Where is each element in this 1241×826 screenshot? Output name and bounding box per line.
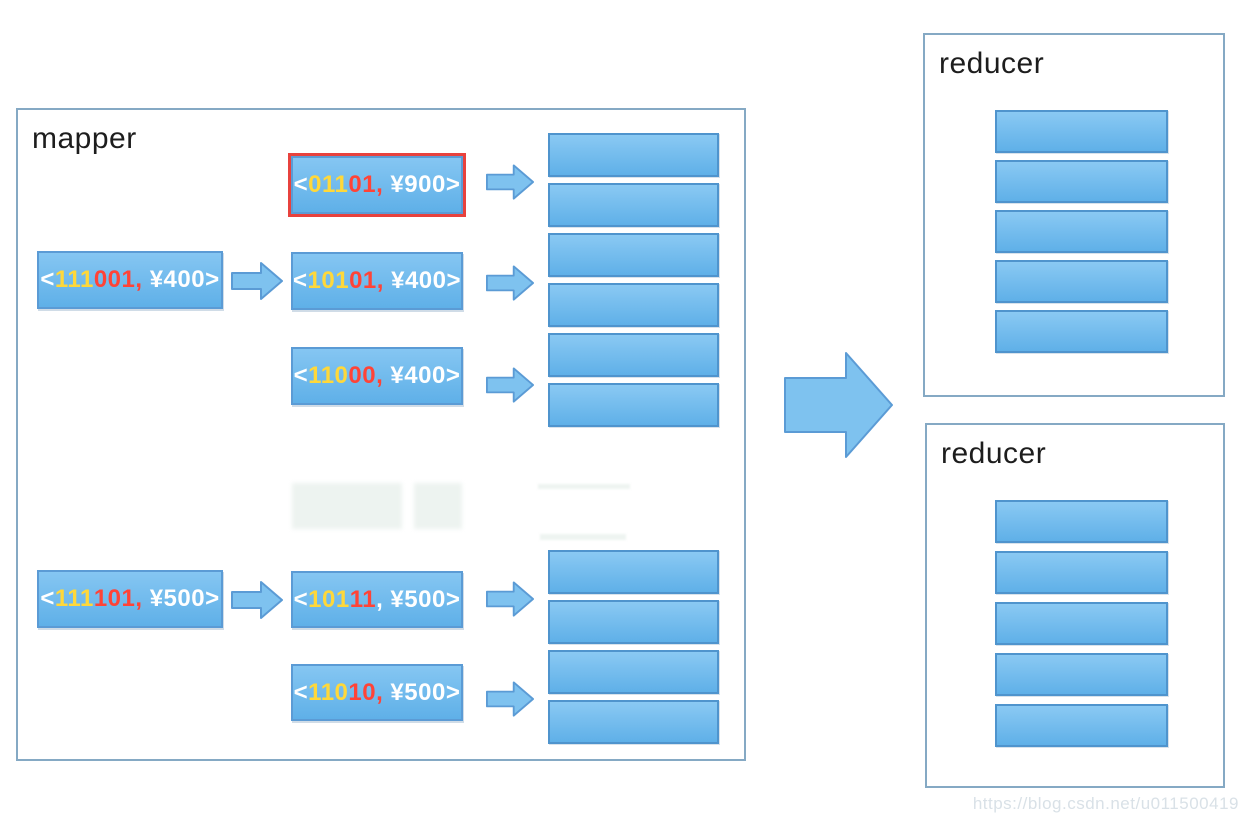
kv-text-segment: ¥900> (383, 171, 461, 198)
record-slot (995, 260, 1168, 303)
kv-text-segment: < (293, 267, 308, 294)
arrow-right-icon (486, 264, 534, 302)
record-slot (548, 183, 719, 227)
kv-text-segment: 01 (348, 171, 377, 198)
ghost-artifact (292, 483, 402, 529)
arrow-right-icon (231, 580, 283, 620)
record-slot (548, 333, 719, 377)
watermark-url: https://blog.csdn.net/u011500419 (972, 794, 1239, 813)
kv-text-segment: 01 (349, 267, 377, 294)
record-slot (995, 602, 1168, 645)
kv-text-segment: , (135, 585, 143, 612)
kv-text-segment: 101 (307, 267, 350, 294)
kv-text-segment: 10 (348, 678, 377, 706)
kv-text-segment: ¥500> (142, 585, 220, 612)
mapper-label: mapper (32, 122, 137, 155)
record-slot (548, 283, 719, 327)
kv-text-segment: 101 (308, 585, 350, 613)
kv-text-segment: 110 (308, 678, 349, 706)
kv-text-segment: , (376, 171, 384, 198)
record-slot (995, 551, 1168, 594)
record-slot (995, 704, 1168, 747)
big-arrow-right-icon (784, 351, 894, 459)
kv-text-segment: 011 (308, 171, 349, 198)
arrow-right-icon (486, 680, 534, 718)
kv-text-segment: < (40, 266, 55, 293)
kv-text-segment: , (376, 678, 384, 706)
kv-text-segment: 00 (348, 362, 377, 389)
kv-text-segment: 111 (54, 266, 94, 293)
ghost-artifact (538, 484, 630, 489)
kv-text-segment: 001 (93, 266, 136, 293)
kv-text-segment: ¥500> (383, 678, 461, 706)
record-slot (548, 550, 719, 594)
reducer-label: reducer (939, 47, 1045, 80)
kv-text-segment: < (293, 171, 309, 198)
reducer-slots-1 (995, 110, 1168, 353)
kv-text-segment: < (293, 678, 309, 706)
arrow-right-icon (231, 261, 283, 301)
record-slot (548, 383, 719, 427)
kv-text-segment: 110 (308, 362, 349, 389)
record-slot (995, 160, 1168, 203)
kv-text-segment: , ¥500> (376, 585, 461, 613)
mapper-output-slots-top (548, 133, 719, 427)
kv-text-segment: < (293, 585, 309, 613)
reducer-container-1: reducer (923, 33, 1225, 397)
record-slot (995, 210, 1168, 253)
arrow-right-icon (486, 366, 534, 404)
kv-text-segment: , (376, 362, 384, 389)
arrow-right-icon (486, 163, 534, 201)
kv-text-segment: < (40, 585, 55, 612)
ghost-artifact (540, 534, 626, 540)
arrow-right-icon (486, 580, 534, 618)
record-slot (548, 233, 719, 277)
record-slot (995, 310, 1168, 353)
kv-text-segment: 111 (54, 585, 94, 612)
kv-text-segment: , (135, 266, 143, 293)
mapper-output-slots-bottom (548, 550, 719, 744)
kv-text-segment: 101 (93, 585, 136, 612)
reducer-label: reducer (941, 437, 1047, 470)
reducer-slots-2 (995, 500, 1168, 747)
record-slot (548, 700, 719, 744)
record-slot (995, 653, 1168, 696)
kv-text-segment: ¥400> (383, 267, 462, 294)
kv-text-segment: 11 (349, 585, 377, 613)
kv-text-segment: ¥400> (142, 266, 220, 293)
reducer-container-2: reducer (925, 423, 1225, 788)
record-slot (548, 133, 719, 177)
kv-text-segment: , (376, 267, 384, 294)
kv-text-segment: ¥400> (383, 362, 461, 389)
record-slot (548, 600, 719, 644)
record-slot (995, 110, 1168, 153)
record-slot (548, 650, 719, 694)
kv-text-segment: < (293, 362, 309, 389)
ghost-artifact (414, 483, 462, 529)
record-slot (995, 500, 1168, 543)
